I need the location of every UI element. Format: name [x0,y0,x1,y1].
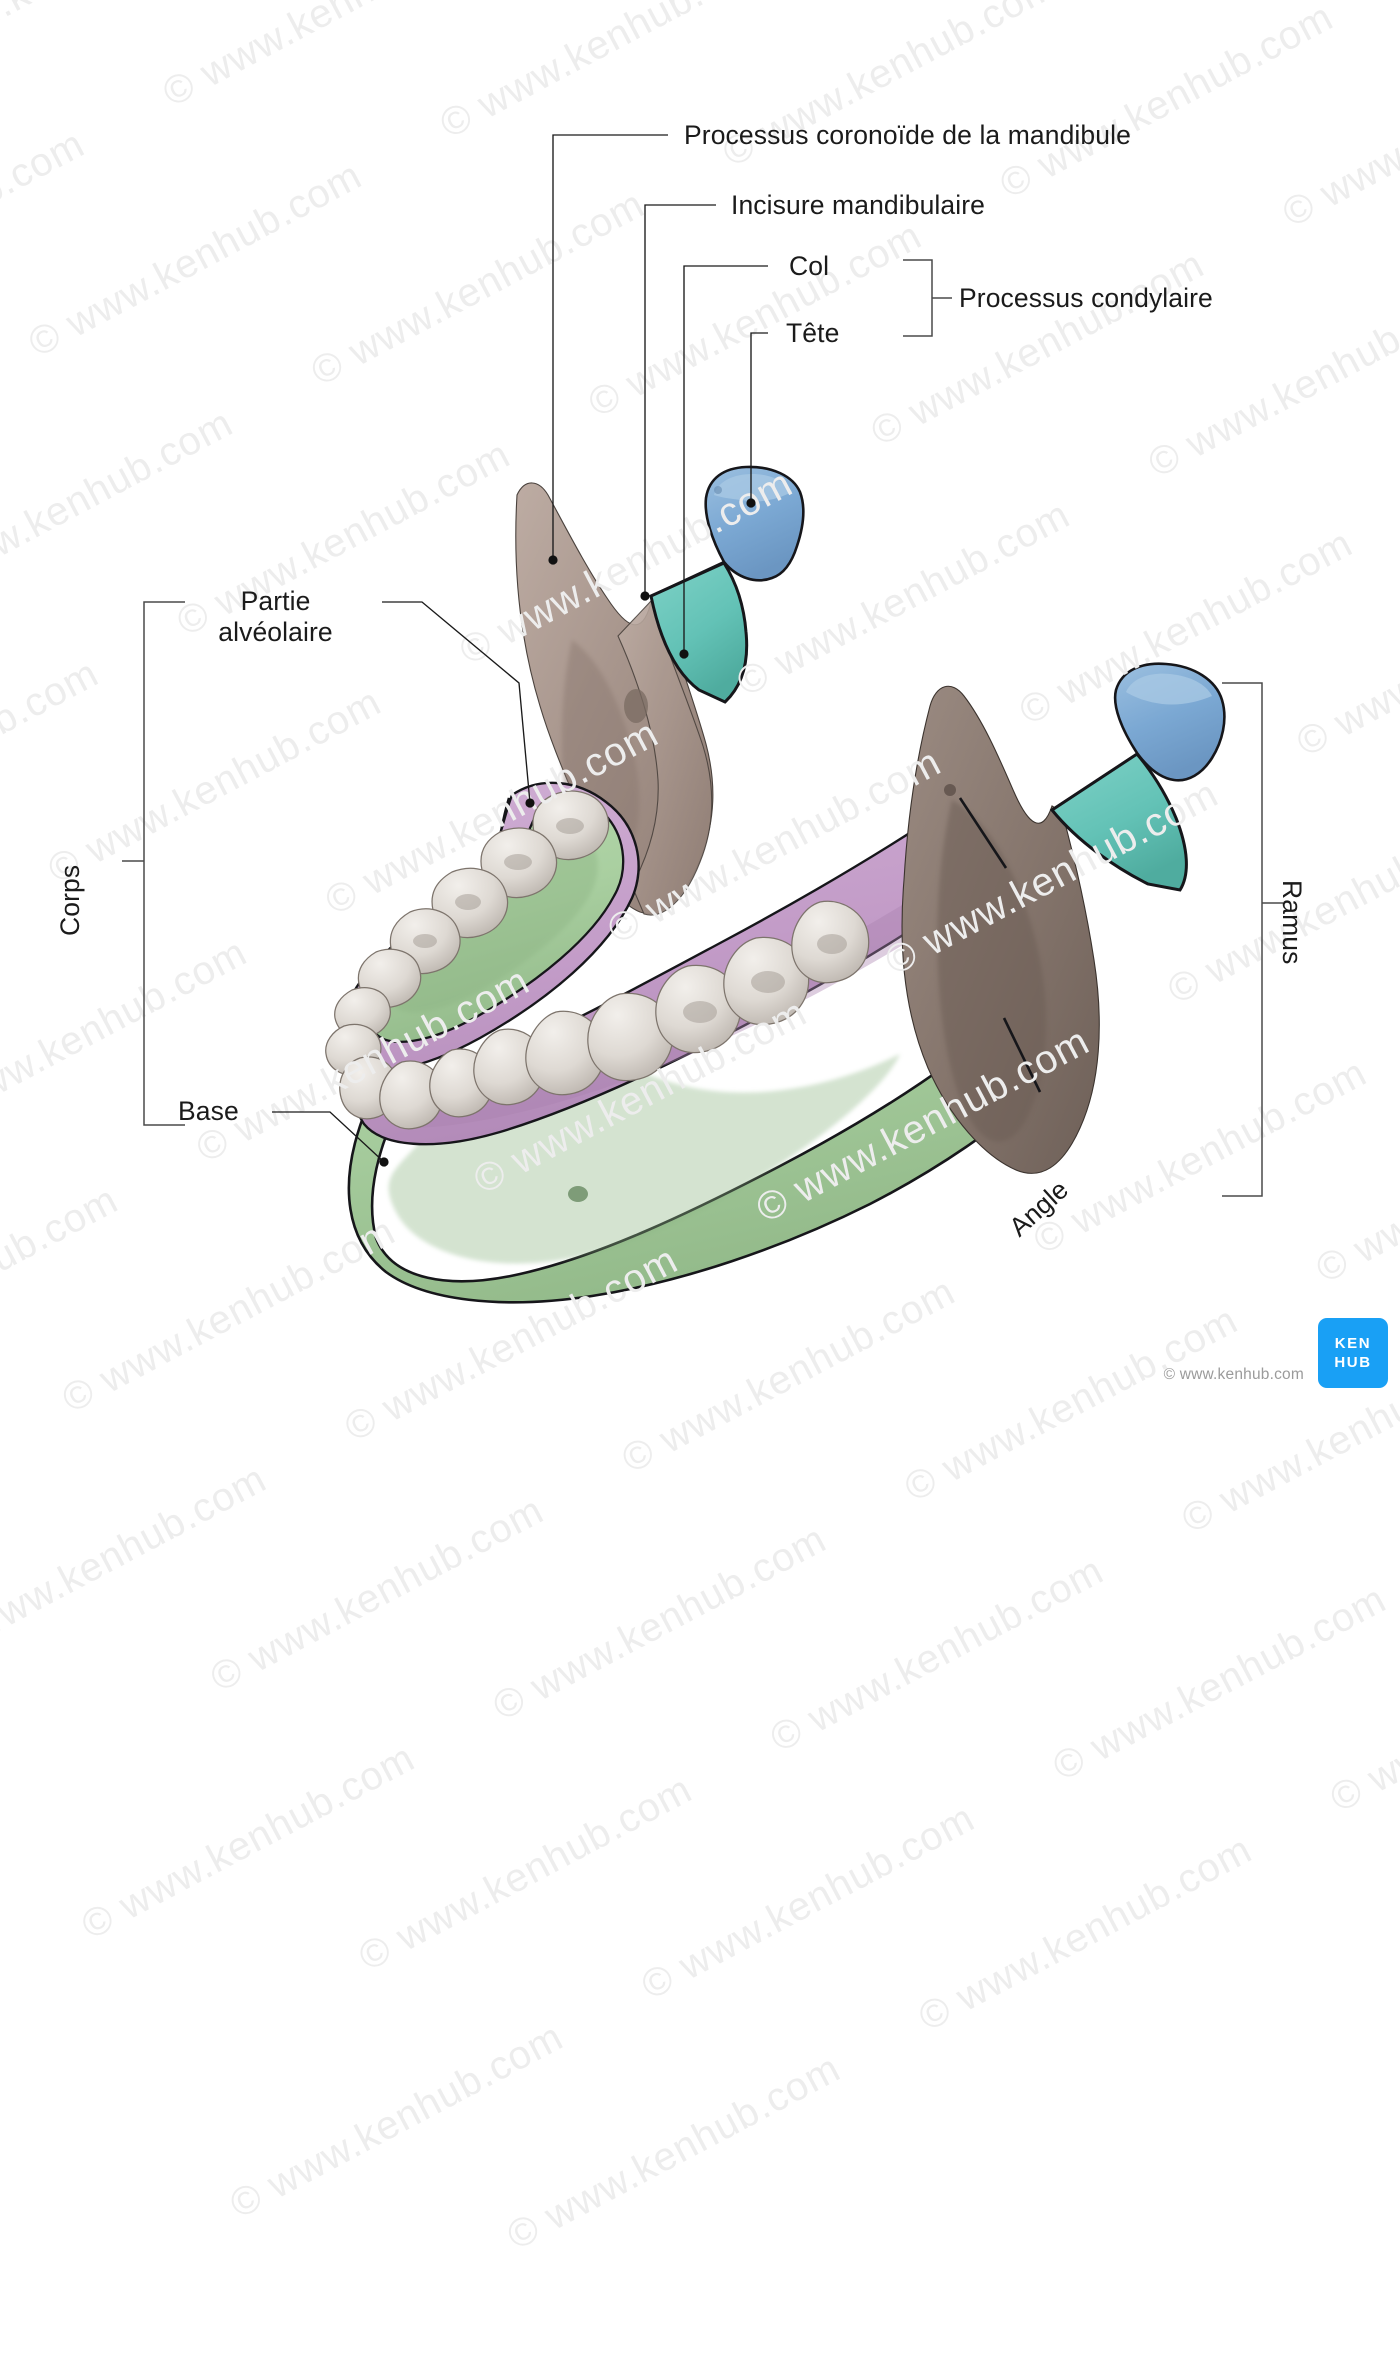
tooth [791,900,870,984]
label-alveolar-part-line1: Partie [240,586,311,616]
label-head: Tête [786,318,840,348]
kenhub-logo-line1: KEN [1334,1334,1372,1352]
right-condylar-head-highlight [1126,673,1212,705]
watermark-text: © www.kenhub.com [634,1795,982,2009]
label-body: Corps [55,864,85,936]
label-neck: Col [789,251,830,281]
watermark-text: © www.kenhub.com [763,1548,1111,1761]
watermark-text: © www.kenhub.com [222,2014,571,2228]
kenhub-logo[interactable]: KEN HUB [1318,1318,1388,1388]
label-base: Base [178,1096,239,1126]
watermark-text: © www.kenhub.com [351,1767,700,1980]
watermark-text: © www.kenhub.com [203,1487,551,1701]
label-mandibular-notch: Incisure mandibulaire [731,190,985,220]
kenhub-logo-line2: HUB [1334,1354,1372,1371]
mandible-illustration [325,465,1226,1304]
mental-foramen [568,1186,588,1202]
right-ramus-group [901,662,1226,1174]
left-mandibular-foramen [624,689,648,723]
label-alveolar-part-line2: alvéolaire [218,617,333,647]
label-coronoid-process: Processus coronoïde de la mandibule [684,120,1131,150]
watermark-text: © www.kenhub.com [1045,1576,1394,1790]
left-ramus-body [617,598,713,916]
label-alveolar-part: Partie alvéolaire [168,586,383,648]
right-ramus-shading [937,800,1047,1142]
teeth-group [325,790,870,1130]
tooth [532,790,610,861]
watermark-text: © www.kenhub.com [74,1735,422,1949]
watermark-text: © www.kenhub.com [0,1456,274,1669]
watermark-text: © www.kenhub.com [485,1516,834,1730]
right-mandibular-foramen [944,784,956,796]
label-ramus: Ramus [1277,880,1307,965]
label-condylar-process: Processus condylaire [959,283,1213,313]
copyright-text: © www.kenhub.com [1163,1366,1304,1383]
figure-canvas: © www.kenhub.com© www.kenhub.com© www.ke… [0,0,1400,2259]
watermark-text: © www.kenhub.com [500,2046,848,2259]
watermark-text: © www.kenhub.com [1323,1608,1400,1821]
left-condyle-pit [714,486,722,494]
watermark-text: © www.kenhub.com [911,1827,1259,2040]
